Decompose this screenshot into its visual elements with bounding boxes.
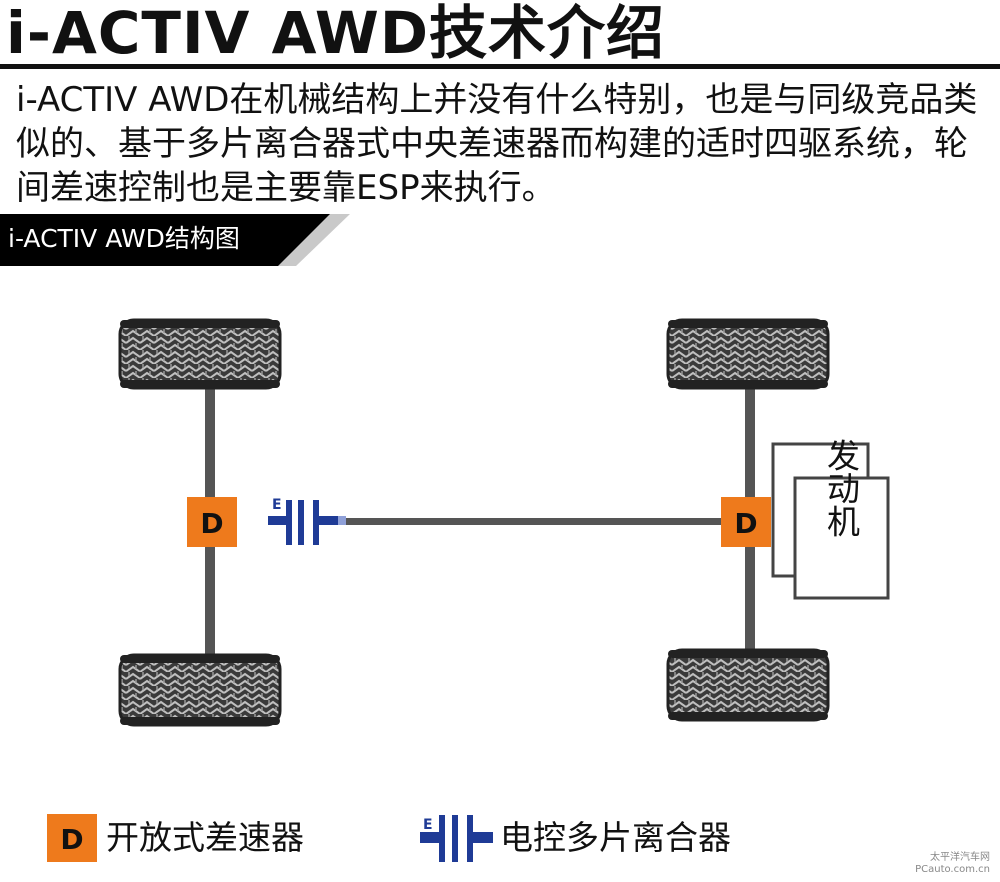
legend-differential-label: 开放式差速器: [106, 818, 304, 857]
diagram-label-banner: [0, 214, 350, 266]
watermark-line1: 太平洋汽车网: [930, 852, 990, 863]
engine-label: 发动机: [822, 439, 861, 538]
svg-text:E: E: [272, 497, 282, 513]
tire-icon: [666, 318, 830, 390]
engine-box-icon: [771, 442, 890, 600]
svg-text:E: E: [423, 817, 433, 833]
tire-icon: [118, 653, 282, 727]
title-underline: [0, 64, 1000, 69]
legend-clutch-icon: E: [420, 815, 493, 862]
intro-paragraph: i-ACTIV AWD在机械结构上并没有什么特别，也是与同级竞品类似的、基于多片…: [16, 80, 978, 208]
tire-icon: [118, 318, 282, 390]
watermark: 太平洋汽车网 PCauto.com.cn: [915, 852, 990, 876]
legend-differential-icon: D: [47, 814, 97, 862]
tire-icon: [666, 648, 830, 722]
diagram-label: i-ACTIV AWD结构图: [8, 224, 240, 253]
watermark-line2: PCauto.com.cn: [915, 864, 990, 875]
legend-clutch-label: 电控多片离合器: [500, 818, 731, 857]
svg-text:D: D: [734, 507, 757, 540]
differential-icon: D: [721, 497, 771, 547]
svg-text:D: D: [60, 823, 83, 856]
page-title: i-ACTIV AWD技术介绍: [6, 0, 666, 67]
differential-icon: D: [187, 497, 237, 547]
svg-text:D: D: [200, 507, 223, 540]
clutch-icon: E: [268, 497, 346, 545]
